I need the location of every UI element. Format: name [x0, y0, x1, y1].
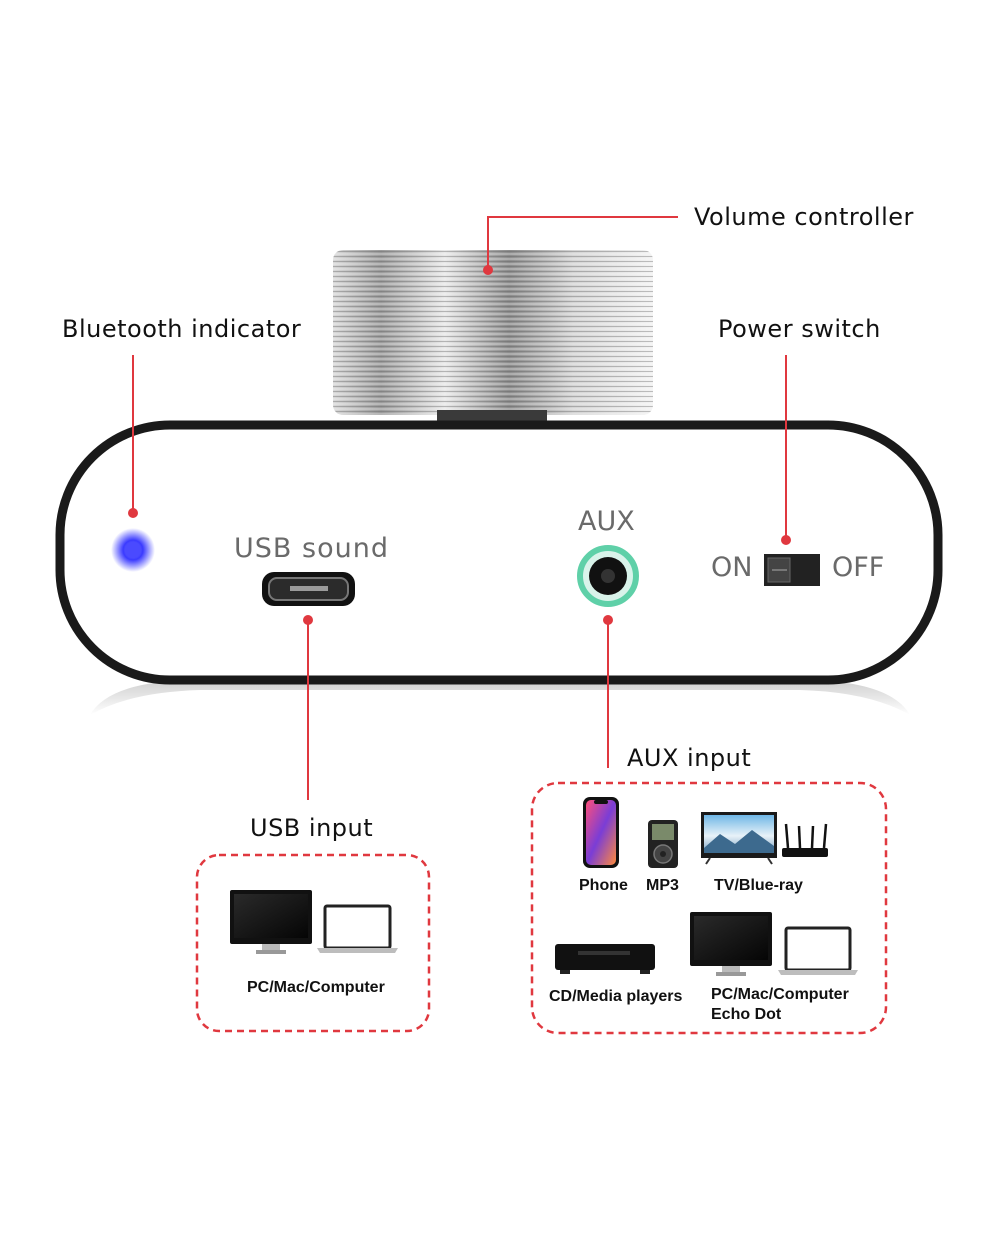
callout-dots	[128, 265, 791, 625]
smartphone-icon	[583, 797, 619, 868]
desktop-monitor-icon	[230, 890, 312, 954]
laptop-icon	[778, 926, 858, 975]
usb-port[interactable]	[262, 572, 355, 606]
router-icon	[782, 823, 828, 857]
bluetooth-led	[111, 528, 155, 572]
desktop-monitor-icon	[690, 912, 772, 976]
phone-caption: Phone	[579, 877, 628, 894]
aux-jack[interactable]	[577, 545, 639, 607]
bluetooth-indicator-label: Bluetooth indicator	[62, 315, 302, 343]
on-text: ON	[711, 552, 753, 583]
tv-caption: TV/Blue-ray	[714, 877, 803, 894]
volume-controller-label: Volume controller	[694, 203, 914, 231]
aux-text: AUX	[578, 506, 635, 537]
usb-input-label: USB input	[250, 814, 374, 842]
aux-input-label: AUX input	[627, 744, 752, 772]
off-text: OFF	[832, 552, 885, 583]
usb-sound-text: USB sound	[234, 533, 389, 564]
pc-caption: PC/Mac/Computer	[711, 986, 849, 1003]
usb-pc-caption: PC/Mac/Computer	[247, 979, 385, 996]
media-player-icon	[555, 944, 655, 974]
callout-lines	[132, 216, 787, 800]
aux-input-box	[530, 781, 888, 1035]
mp3-player-icon	[648, 820, 678, 868]
mp3-caption: MP3	[646, 877, 679, 894]
laptop-icon	[317, 904, 398, 953]
power-switch-label: Power switch	[718, 315, 881, 343]
usb-input-box	[195, 853, 431, 1033]
echo-dot-caption: Echo Dot	[711, 1006, 782, 1023]
device-body	[55, 420, 943, 685]
cd-caption: CD/Media players	[549, 988, 683, 1005]
power-switch[interactable]	[764, 554, 820, 586]
volume-knob[interactable]	[333, 250, 653, 424]
device-reflection	[90, 680, 910, 715]
tv-icon	[701, 812, 777, 865]
